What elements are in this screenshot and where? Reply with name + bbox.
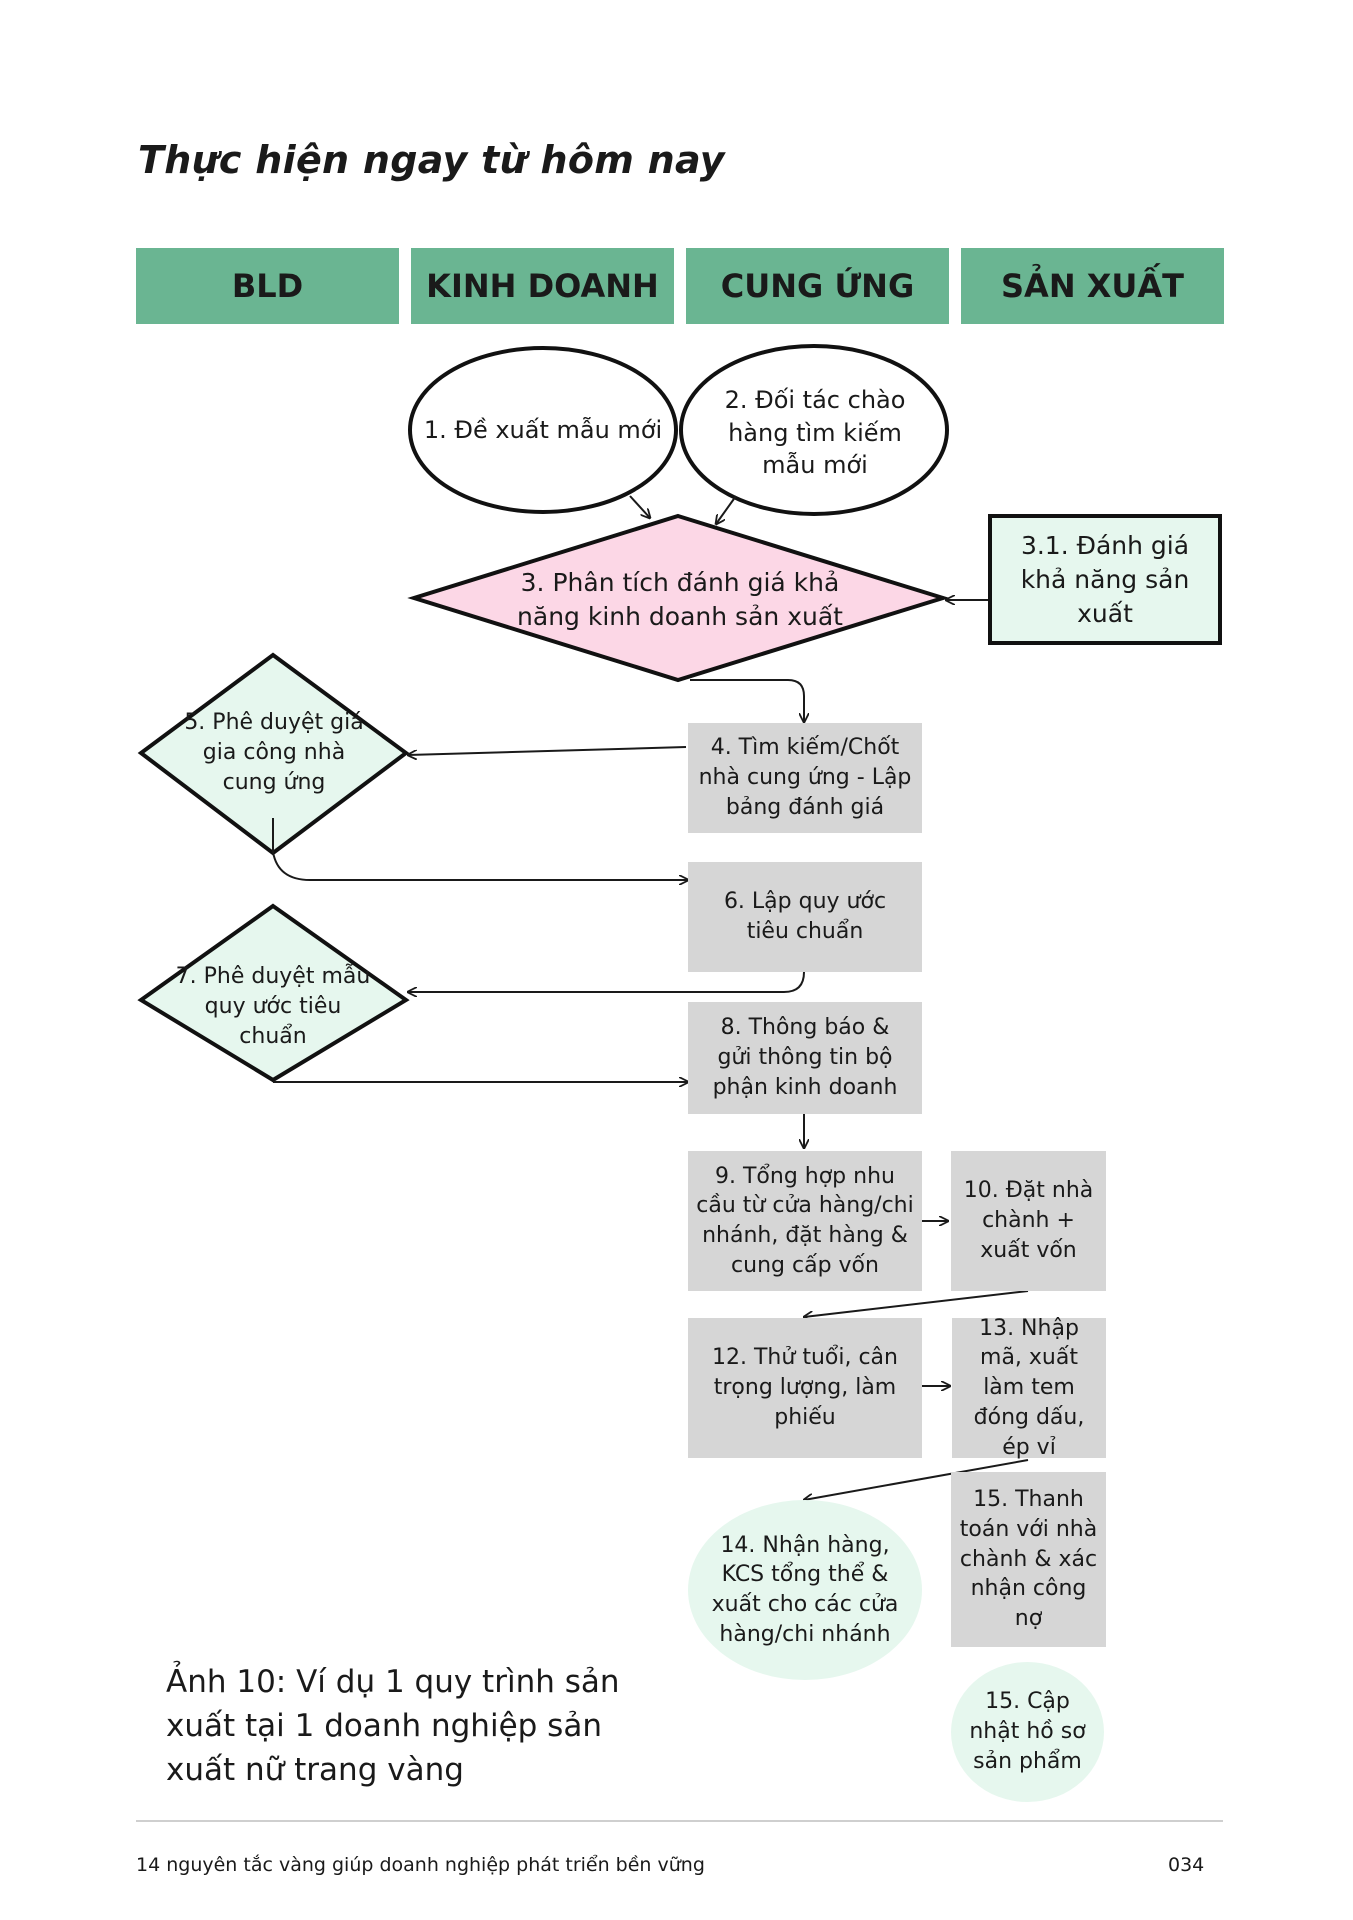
footer-divider [136, 1820, 1223, 1822]
lane-header-san-xuat: SẢN XUẤT [961, 248, 1224, 324]
node-15b-circle: 15. Cập nhật hồ sơ sản phẩm [951, 1662, 1104, 1802]
node-15a-label: 15. Thanh toán với nhà chành & xác nhận … [959, 1487, 1098, 1632]
node-9-box: 9. Tổng hợp nhu cầu từ cửa hàng/chi nhán… [688, 1151, 922, 1291]
node-7-shape [137, 903, 410, 1083]
node-10-label: 10. Đặt nhà chành + xuất vốn [963, 1178, 1094, 1263]
node-2-label: 2. Đối tác chào hàng tìm kiếm mẫu mới [724, 386, 906, 480]
node-1-shape [408, 346, 678, 514]
node-4-label: 4. Tìm kiếm/Chốt nhà cung ứng - Lập bảng… [698, 735, 912, 820]
node-2-shape [679, 344, 949, 516]
connector-2-to-3 [716, 495, 737, 524]
node-15a-box: 15. Thanh toán với nhà chành & xác nhận … [951, 1472, 1106, 1647]
node-13-label: 13. Nhập mã, xuất làm tem đóng dấu, ép v… [973, 1315, 1085, 1460]
node-1-label: 1. Đề xuất mẫu mới [423, 415, 663, 444]
node-3-1-label: 3.1. Đánh giá khả năng sản xuất [1020, 531, 1190, 628]
node-8-box: 8. Thông báo & gửi thông tin bộ phận kin… [688, 1002, 922, 1114]
node-9-label: 9. Tổng hợp nhu cầu từ cửa hàng/chi nhán… [696, 1163, 914, 1278]
node-8-label: 8. Thông báo & gửi thông tin bộ phận kin… [712, 1015, 898, 1100]
page-title: Thực hiện ngay từ hôm nay [138, 138, 725, 182]
lane-header-cung-ung: CUNG ỨNG [686, 248, 949, 324]
connector-1-to-3 [629, 495, 650, 518]
lane-header-bld: BLD [136, 248, 399, 324]
node-12-label: 12. Thử tuổi, cân trọng lượng, làm phiếu [712, 1345, 898, 1430]
connector-10-to-12 [804, 1290, 1029, 1317]
node-3-1-shape [988, 514, 1222, 645]
node-4-box: 4. Tìm kiếm/Chốt nhà cung ứng - Lập bảng… [688, 723, 922, 833]
node-6-box: 6. Lập quy ước tiêu chuẩn [688, 862, 922, 972]
connector-4-to-5 [408, 746, 687, 755]
connector-3-to-4 [690, 679, 804, 722]
node-7-label: 7. Phê duyệt mẫu quy ước tiêu chuẩn [175, 964, 371, 1049]
node-3-label: 3. Phân tích đánh giá khả năng kinh doan… [517, 568, 843, 631]
connector-13-to-14 [804, 1459, 1029, 1500]
node-13-box: 13. Nhập mã, xuất làm tem đóng dấu, ép v… [952, 1316, 1106, 1460]
node-12-box: 12. Thử tuổi, cân trọng lượng, làm phiếu [688, 1318, 922, 1458]
node-6-label: 6. Lập quy ước tiêu chuẩn [723, 889, 887, 944]
node-5-label: 5. Phê duyệt giá gia công nhà cung ứng [184, 710, 364, 795]
connector-6-to-7 [408, 971, 805, 992]
figure-caption: Ảnh 10: Ví dụ 1 quy trình sản xuất tại 1… [166, 1664, 620, 1789]
lane-header-kinh-doanh: KINH DOANH [411, 248, 674, 324]
footer-page-number: 034 [1168, 1854, 1205, 1876]
node-3-shape [407, 513, 950, 683]
node-14-circle: 14. Nhận hàng, KCS tổng thể & xuất cho c… [688, 1500, 922, 1680]
node-10-box: 10. Đặt nhà chành + xuất vốn [951, 1151, 1106, 1291]
connector-5-to-6 [272, 818, 688, 880]
footer-book-title: 14 nguyên tắc vàng giúp doanh nghiệp phá… [136, 1854, 705, 1876]
node-15b-label: 15. Cập nhật hồ sơ sản phẩm [969, 1689, 1086, 1774]
node-14-label: 14. Nhận hàng, KCS tổng thể & xuất cho c… [711, 1532, 899, 1647]
